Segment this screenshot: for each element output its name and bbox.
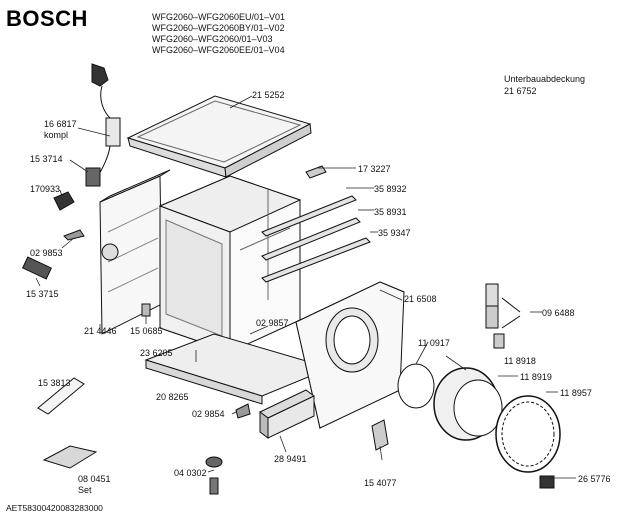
- part-label: 11 8919: [520, 372, 552, 382]
- part-label: 15 3714: [30, 154, 63, 164]
- part-label: 17 3227: [358, 164, 391, 174]
- part-label: 20 8265: [156, 392, 189, 402]
- part-label: 26 5776: [578, 474, 611, 484]
- part-label: 11 8957: [560, 388, 592, 398]
- part-label: 15 4077: [364, 478, 397, 488]
- part-label: 35 8931: [374, 207, 407, 217]
- part-label: 21 6508: [404, 294, 437, 304]
- cabinet-frame: [158, 175, 302, 353]
- subassembly-number: 21 6752: [504, 86, 537, 96]
- front-panel: [295, 281, 405, 430]
- part-label: 170933: [30, 184, 61, 194]
- power-cord: [91, 63, 121, 181]
- part-label: 15 0685: [130, 326, 163, 336]
- rear-panel: [99, 169, 171, 335]
- leader-lines: [35, 95, 576, 479]
- cross-rails: [261, 165, 371, 283]
- part-label: 02 9854: [192, 409, 225, 419]
- part-label: 35 8932: [374, 184, 407, 194]
- top-cover: [126, 95, 312, 178]
- document-code: AET58300420083283000: [6, 503, 103, 513]
- part-label: 09 6488: [542, 308, 575, 318]
- subassembly-title: Unterbauabdeckung: [504, 74, 586, 84]
- part-label: 16 6817: [44, 119, 77, 129]
- part-label: 21 5252: [252, 90, 285, 100]
- model-line: WFG2060–WFG2060BY/01–V02: [152, 23, 285, 33]
- part-label: 15 3715: [26, 289, 59, 299]
- part-label: 23 6205: [140, 348, 173, 358]
- part-label: 28 9491: [274, 454, 307, 464]
- brand-logo: BOSCH: [6, 6, 88, 31]
- model-line: WFG2060–WFG2060EE/01–V04: [152, 45, 285, 55]
- door-assembly: [397, 363, 561, 473]
- small-parts: [22, 167, 555, 495]
- part-label: Set: [78, 485, 92, 495]
- part-label: 02 9857: [256, 318, 289, 328]
- part-label: kompl: [44, 130, 69, 140]
- part-label: 02 9853: [30, 248, 63, 258]
- part-label: 08 0451: [78, 474, 111, 484]
- part-label: 35 9347: [378, 228, 411, 238]
- part-label: 11 8918: [504, 356, 536, 366]
- part-label: 04 0302: [174, 468, 207, 478]
- part-label: 11 0917: [418, 338, 450, 348]
- part-label: 15 3813: [38, 378, 71, 388]
- kick-plate: [259, 389, 315, 439]
- model-line: WFG2060–WFG2060EU/01–V01: [152, 12, 286, 22]
- model-line: WFG2060–WFG2060/01–V03: [152, 34, 273, 44]
- door-hinges: [485, 283, 521, 349]
- part-label: 21 4446: [84, 326, 117, 336]
- model-list: WFG2060–WFG2060EU/01–V01 WFG2060–WFG2060…: [152, 12, 285, 56]
